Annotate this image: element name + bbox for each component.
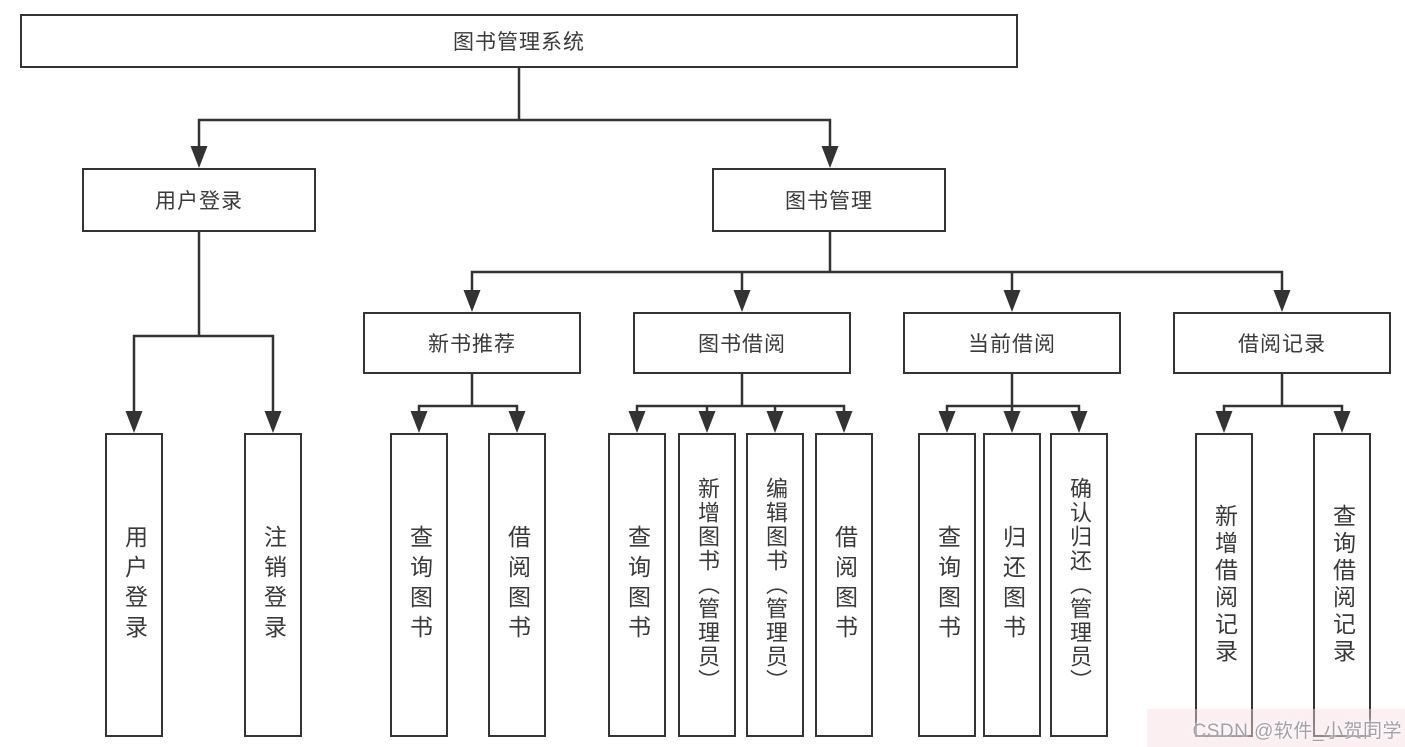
node-leaf-logout-label: 注销登录: [260, 525, 287, 645]
node-leaf-bb-edit-books-label: 编辑图书（管理员）: [763, 477, 788, 693]
arrowheads: [125, 146, 1351, 433]
node-new-books-label: 新书推荐: [428, 333, 516, 356]
node-leaf-nb-query-books: 查询图书: [390, 433, 448, 737]
node-leaf-cb-query-books: 查询图书: [918, 433, 976, 737]
node-leaf-bb-query-books: 查询图书: [608, 433, 666, 737]
node-new-books: 新书推荐: [363, 312, 581, 374]
node-leaf-bb-edit-books: 编辑图书（管理员）: [746, 433, 804, 737]
node-leaf-user-login: 用户登录: [105, 433, 163, 737]
node-leaf-logout: 注销登录: [244, 433, 302, 737]
node-book-borrowing: 图书借阅: [633, 312, 851, 374]
node-leaf-cb-return-books: 归还图书: [983, 433, 1041, 737]
node-current-borrowing-label: 当前借阅: [968, 333, 1056, 356]
node-leaf-bb-query-books-label: 查询图书: [624, 525, 651, 645]
node-borrowing-records-label: 借阅记录: [1238, 333, 1326, 356]
node-leaf-user-login-label: 用户登录: [121, 525, 148, 645]
node-leaf-cb-confirm-return-label: 确认归还（管理员）: [1067, 477, 1092, 693]
node-root-label: 图书管理系统: [453, 31, 585, 54]
node-leaf-br-query-record: 查询借阅记录: [1313, 433, 1371, 737]
node-leaf-nb-borrow-books-label: 借阅图书: [504, 525, 531, 645]
node-root: 图书管理系统: [20, 14, 1018, 68]
node-leaf-bb-add-books-label: 新增图书（管理员）: [695, 477, 720, 693]
node-leaf-bb-borrow-books-label: 借阅图书: [831, 525, 858, 645]
node-leaf-bb-add-books: 新增图书（管理员）: [678, 433, 736, 737]
node-user-login-branch: 用户登录: [82, 168, 316, 232]
watermark: CSDN @软件_小贺同学: [1192, 721, 1402, 742]
node-leaf-cb-confirm-return: 确认归还（管理员）: [1050, 433, 1108, 737]
node-leaf-br-query-record-label: 查询借阅记录: [1329, 504, 1356, 666]
node-leaf-nb-query-books-label: 查询图书: [406, 525, 433, 645]
node-leaf-br-add-record-label: 新增借阅记录: [1211, 504, 1238, 666]
node-leaf-nb-borrow-books: 借阅图书: [488, 433, 546, 737]
node-book-management: 图书管理: [712, 168, 946, 232]
node-leaf-cb-return-books-label: 归还图书: [999, 525, 1026, 645]
node-current-borrowing: 当前借阅: [903, 312, 1121, 374]
node-borrowing-records: 借阅记录: [1173, 312, 1391, 374]
node-book-borrowing-label: 图书借阅: [698, 333, 786, 356]
node-leaf-cb-query-books-label: 查询图书: [934, 525, 961, 645]
node-leaf-br-add-record: 新增借阅记录: [1195, 433, 1253, 737]
node-user-login-branch-label: 用户登录: [155, 190, 243, 213]
node-book-management-label: 图书管理: [785, 190, 873, 213]
node-leaf-bb-borrow-books: 借阅图书: [815, 433, 873, 737]
